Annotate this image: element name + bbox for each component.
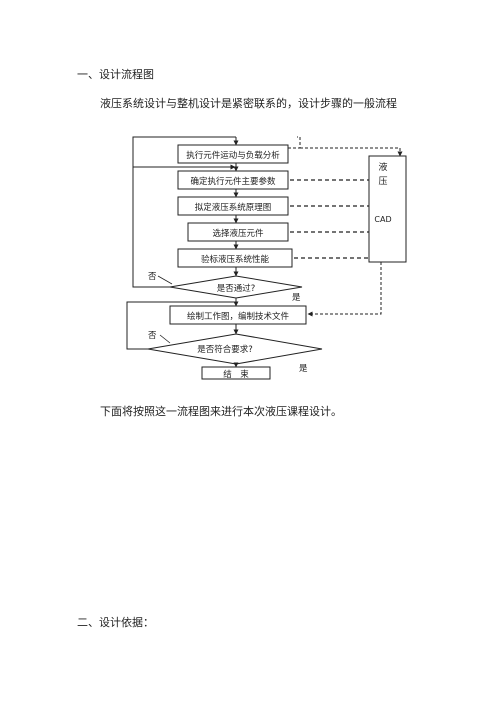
decision-2-yes-label: 是 xyxy=(299,364,308,374)
step-box-6 xyxy=(169,305,307,325)
step-label-4: 选择液压元件 xyxy=(212,228,264,239)
decision-2-no-leader xyxy=(159,334,171,344)
end-box xyxy=(201,366,271,380)
after-flowchart-text: 下面将按照这一流程图来进行本次液压课程设计。 xyxy=(100,405,342,418)
decision-1-yes-label: 是 xyxy=(292,293,301,303)
cad-side-box xyxy=(368,155,407,263)
step-box-2 xyxy=(177,170,289,190)
section1-heading: 一、设计流程图 xyxy=(77,68,154,81)
dashed-link-cad-top xyxy=(300,147,403,157)
dashed-link-top xyxy=(288,136,301,149)
decision-1-no-label: 否 xyxy=(148,272,157,282)
step-label-5: 验标液压系统性能 xyxy=(201,254,270,265)
feedback-loop-2 xyxy=(126,301,236,350)
decision-1-label: 是否通过? xyxy=(217,283,256,294)
cad-side-box-cad: CAD xyxy=(374,215,391,224)
decision-1-diamond xyxy=(169,275,303,299)
step-box-1 xyxy=(177,144,289,164)
end-label: 结 束 xyxy=(223,369,249,380)
step-label-6: 绘制工作图，编制技术文件 xyxy=(187,311,290,322)
step-box-3 xyxy=(177,196,289,216)
decision-2-label: 是否符合要求? xyxy=(197,344,253,355)
cad-side-box-char-1: 液 xyxy=(378,161,387,173)
section2-heading: 二、设计依据： xyxy=(77,616,154,629)
dashed-link-step6 xyxy=(307,262,382,317)
step-label-1: 执行元件运动与负载分析 xyxy=(186,150,280,161)
cad-side-box-char-2: 压 xyxy=(378,176,387,187)
step-label-3: 拟定液压系统原理图 xyxy=(195,202,272,213)
step-label-2: 确定执行元件主要参数 xyxy=(190,176,276,187)
decision-1-no-leader xyxy=(157,275,173,285)
section1-intro: 液压系统设计与整机设计是紧密联系的，设计步骤的一般流程 xyxy=(100,97,397,110)
decision-2-diamond xyxy=(147,333,323,365)
decision-2-no-label: 否 xyxy=(148,331,157,341)
feedback-loop-1 xyxy=(132,136,236,288)
